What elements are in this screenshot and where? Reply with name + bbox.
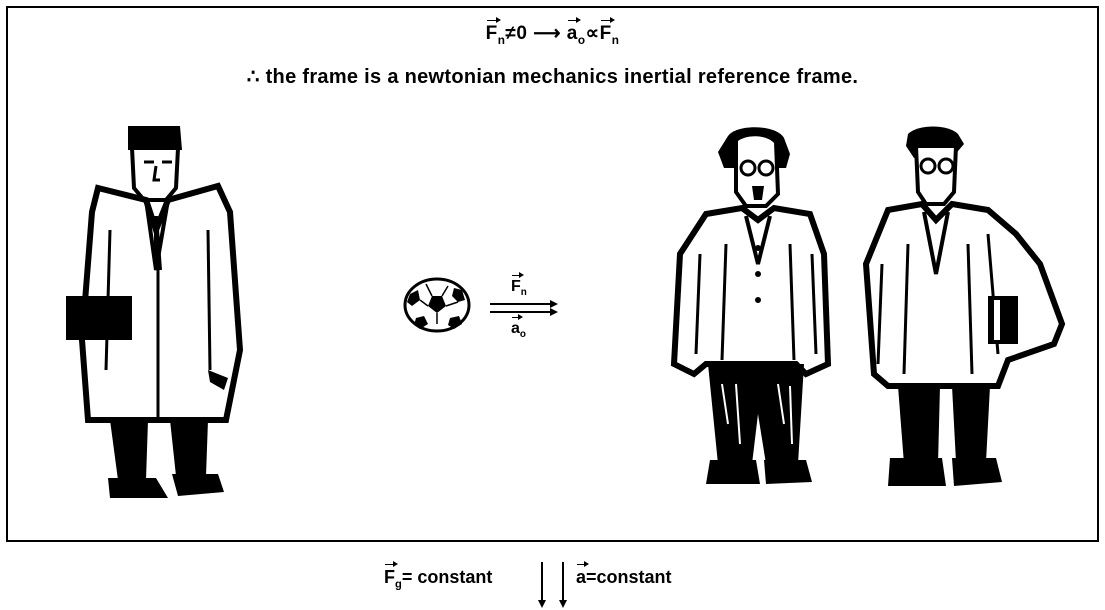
caption: ∴ the frame is a newtonian mechanics ine… [246, 66, 859, 88]
force-and-acceleration-arrows [490, 300, 558, 316]
accel-vector-symbol: a [511, 314, 523, 338]
not-equal-zero: ≠0 [505, 23, 528, 44]
acceleration-letter: a [576, 567, 587, 587]
acceleration-constant-text: =constant [586, 567, 672, 587]
force-vector-symbol-rhs: F [599, 17, 615, 45]
implies-arrow: ⟶ [533, 23, 561, 44]
accel-subscript: o [519, 329, 526, 341]
downward-arrows [538, 562, 567, 608]
acceleration-constant-label: a=constant [576, 561, 672, 588]
soccer-ball [403, 277, 471, 333]
net-force-label: Fn [511, 272, 527, 299]
accel-vector-symbol: a [566, 17, 581, 45]
force-vector-symbol: F [511, 272, 524, 296]
gravity-letter: F [384, 567, 395, 587]
force-letter: F [511, 278, 521, 295]
businessman-figure [66, 126, 244, 498]
bald-professor-figure [670, 127, 832, 484]
acceleration-vector-symbol: a [576, 561, 590, 588]
force-letter: F [485, 23, 498, 44]
force-subscript-rhs: n [611, 33, 620, 47]
force-subscript: n [497, 33, 506, 47]
gravity-subscript: g [395, 578, 402, 591]
accel-letter: a [511, 320, 520, 337]
force-vector-symbol: F [485, 17, 501, 45]
gravity-vector-symbol: F [384, 561, 398, 588]
gravity-force-label: Fg= constant [384, 561, 493, 591]
accel-subscript: o [577, 33, 586, 47]
force-letter-rhs: F [599, 23, 612, 44]
top-equation: Fn≠0 ⟶ ao∝Fn [8, 17, 1097, 47]
gravity-constant-text: = constant [401, 567, 493, 587]
acceleration-label: ao [511, 314, 526, 341]
proportional-symbol: ∝ [585, 23, 600, 44]
accel-letter: a [566, 23, 578, 44]
reference-frame-box: Fn≠0 ⟶ ao∝Fn ∴ the frame is a newtonian … [6, 6, 1099, 542]
scientist-figure [862, 126, 1066, 486]
force-subscript: n [520, 287, 527, 299]
